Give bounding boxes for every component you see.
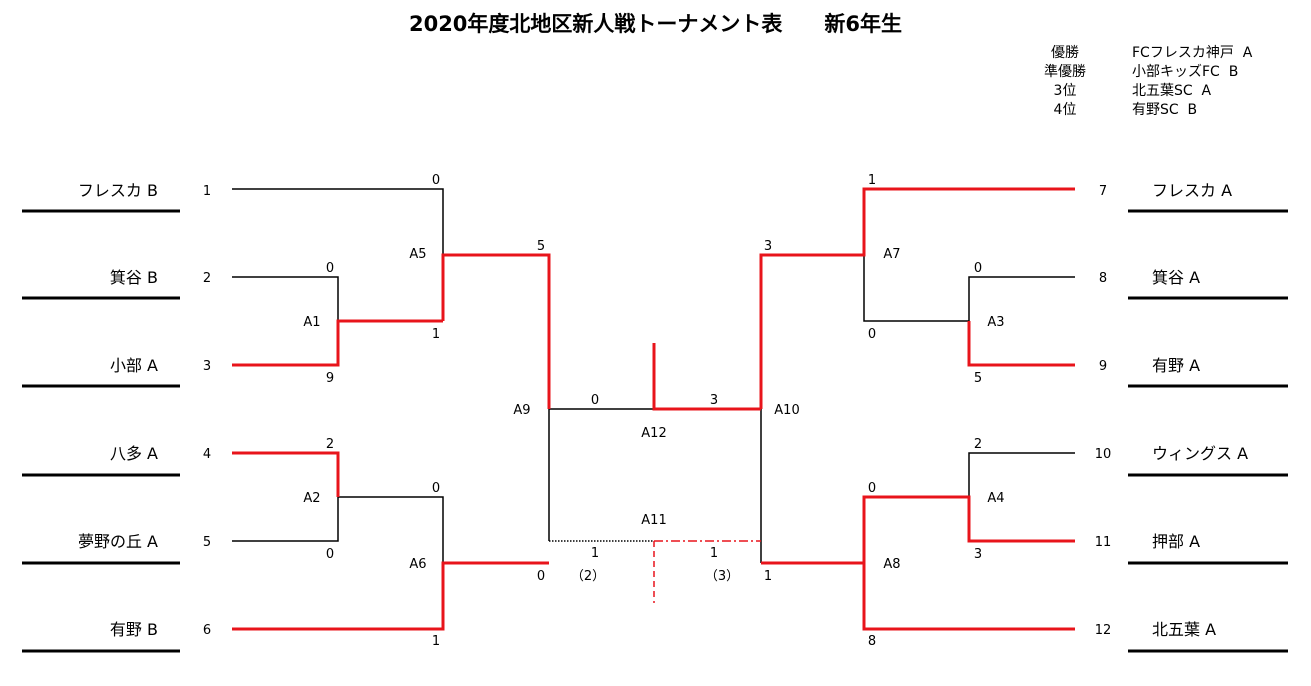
match-score: 1 (591, 546, 599, 561)
result-team: 小部キッズFC B (1132, 64, 1239, 80)
team-name: 八多 A (110, 444, 158, 463)
match-label: A11 (641, 513, 666, 528)
result-rank: 優勝 (1051, 45, 1079, 61)
match-score: 0 (537, 569, 545, 584)
result-rank: 3位 (1053, 83, 1077, 99)
team-name: ウィングス A (1152, 444, 1248, 463)
champion-line (652, 343, 761, 411)
match-label: A6 (409, 557, 426, 572)
team-number: 9 (1099, 359, 1107, 374)
match-label: A3 (987, 315, 1004, 330)
final-results: 優勝 FCフレスカ神戸 A 準優勝 小部キッズFC B 3位 北五葉SC A 4… (1020, 44, 1252, 120)
winner-line (441, 253, 551, 409)
team-number: 10 (1095, 447, 1112, 462)
bracket-lines-winner (232, 187, 1075, 631)
team-number: 7 (1099, 184, 1107, 199)
team-name: 箕谷 B (110, 268, 158, 287)
winner-line (232, 561, 549, 631)
team-number: 5 (203, 535, 211, 550)
bracket-line (338, 496, 444, 563)
team-name: 押部 A (1152, 532, 1200, 551)
team-name: 有野 A (1152, 356, 1200, 375)
match-score: 1 (868, 173, 876, 188)
result-team: 北五葉SC A (1132, 83, 1212, 99)
pk-score: （2） (571, 569, 605, 584)
left-teams: フレスカ B 1 箕谷 B 2 小部 A 3 八多 A 4 夢野の丘 A 5 有… (22, 181, 211, 653)
match-score: 0 (326, 261, 334, 276)
match-score: 0 (432, 481, 440, 496)
bracket-line (968, 452, 1075, 497)
match-score: 0 (868, 327, 876, 342)
match-score: 1 (710, 546, 718, 561)
match-score: 0 (868, 481, 876, 496)
match-score: 2 (326, 437, 334, 452)
bracket-line (232, 497, 339, 542)
team-number: 3 (203, 359, 211, 374)
winner-line (862, 563, 1075, 631)
match-score: 9 (326, 371, 334, 386)
match-score: 3 (764, 239, 772, 254)
team-name: フレスカ A (1152, 181, 1232, 200)
match-score: 5 (537, 239, 545, 254)
result-team: 有野SC B (1132, 102, 1198, 118)
match-score: 1 (432, 634, 440, 649)
pk-score: （3） (705, 569, 739, 584)
team-name: フレスカ B (78, 181, 158, 200)
match-score: 3 (710, 393, 718, 408)
match-label: A4 (987, 491, 1004, 506)
team-number: 1 (203, 184, 211, 199)
winner-line (761, 495, 1075, 565)
match-score: 5 (974, 371, 982, 386)
winner-line (967, 321, 1075, 367)
team-name: 北五葉 A (1152, 620, 1216, 639)
match-score: 8 (868, 634, 876, 649)
team-name: 有野 B (110, 620, 158, 639)
match-label: A9 (513, 403, 530, 418)
match-label: A12 (641, 426, 666, 441)
team-name: 夢野の丘 A (78, 532, 158, 551)
team-name: 小部 A (110, 356, 158, 375)
match-label: A8 (883, 557, 900, 572)
match-score: 1 (764, 569, 772, 584)
result-row: 4位 有野SC B (1020, 101, 1252, 120)
bracket-line (968, 276, 1075, 321)
result-team: FCフレスカ神戸 A (1132, 45, 1253, 61)
team-number: 11 (1095, 535, 1112, 550)
team-number: 2 (203, 271, 211, 286)
winner-line (232, 319, 443, 367)
bracket-lines-normal (232, 188, 1075, 563)
match-score: 0 (974, 261, 982, 276)
match-label: A5 (409, 247, 426, 262)
winner-line (232, 451, 340, 497)
result-rank: 4位 (1053, 102, 1077, 118)
bracket-line (232, 188, 444, 255)
match-label: A2 (303, 491, 320, 506)
result-row: 準優勝 小部キッズFC B (1020, 63, 1252, 82)
bracket-line (232, 276, 339, 321)
team-number: 4 (203, 447, 211, 462)
match-score: 0 (326, 547, 334, 562)
match-score: 0 (591, 393, 599, 408)
match-score: 0 (432, 173, 440, 188)
result-row: 3位 北五葉SC A (1020, 82, 1252, 101)
third-place-lines (549, 540, 761, 603)
bracket-line (863, 255, 969, 322)
match-score: 3 (974, 547, 982, 562)
winner-line (759, 187, 1075, 409)
team-number: 6 (203, 623, 211, 638)
match-annotations: A1 0 9 A2 2 0 A3 0 5 A4 2 3 A5 0 1 A6 0 … (303, 173, 1004, 649)
team-name: 箕谷 A (1152, 268, 1200, 287)
team-number: 12 (1095, 623, 1112, 638)
match-label: A1 (303, 315, 320, 330)
match-label: A7 (883, 247, 900, 262)
page-title: 2020年度北地区新人戦トーナメント表 新6年生 (408, 12, 903, 36)
team-number: 8 (1099, 271, 1107, 286)
result-rank: 準優勝 (1044, 64, 1086, 80)
match-score: 2 (974, 437, 982, 452)
match-score: 1 (432, 327, 440, 342)
right-teams: フレスカ A 7 箕谷 A 8 有野 A 9 ウィングス A 10 押部 A 1… (1095, 181, 1288, 653)
match-label: A10 (774, 403, 799, 418)
result-row: 優勝 FCフレスカ神戸 A (1020, 44, 1252, 63)
